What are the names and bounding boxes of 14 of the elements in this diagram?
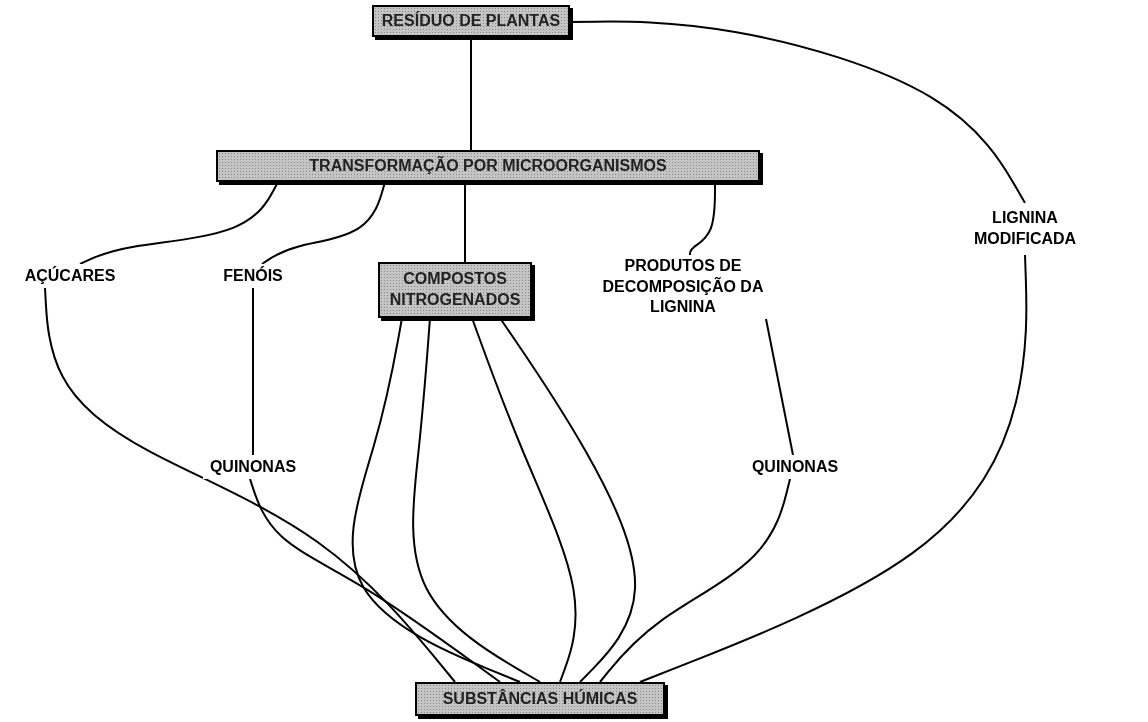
connector-line bbox=[252, 287, 254, 456]
process-box bbox=[415, 682, 665, 716]
connector-line bbox=[599, 478, 791, 683]
box-label: RESÍDUO DE PLANTAS bbox=[381, 10, 561, 31]
connector-line bbox=[249, 478, 501, 683]
connector-line bbox=[44, 287, 456, 683]
process-box bbox=[216, 150, 760, 182]
box-label: TRANSFORMAÇÃO POR MICROORGANISMOS bbox=[309, 155, 667, 176]
process-box bbox=[372, 5, 570, 37]
box-label: COMPOSTOS NITROGENADOS bbox=[388, 269, 522, 310]
connector-line bbox=[765, 318, 794, 456]
box-label: SUBSTÂNCIAS HÚMICAS bbox=[442, 688, 638, 709]
connector-line bbox=[639, 254, 1028, 683]
process-box bbox=[378, 262, 532, 318]
